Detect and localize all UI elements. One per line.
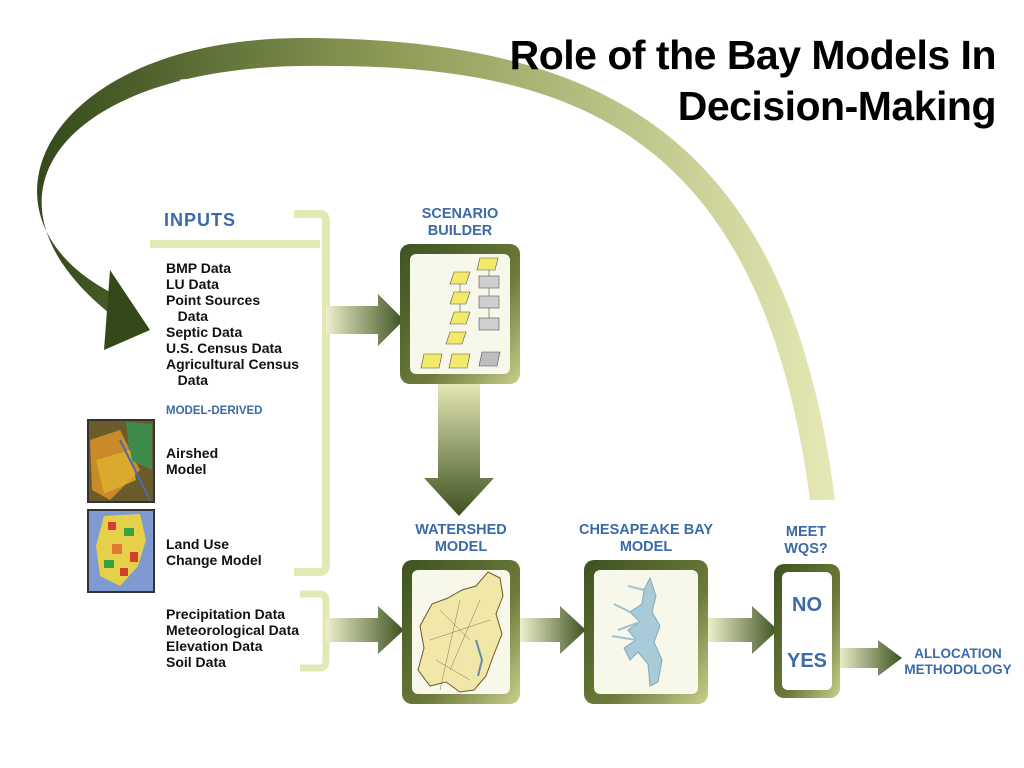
inputs-bracket [294,210,330,576]
input-item: Agricultural Census [166,356,300,372]
lower-inputs-list: Precipitation Data Meteorological Data E… [166,606,299,670]
bay-model-heading: CHESAPEAKE BAY MODEL [566,522,726,556]
lower-inputs-bracket [300,590,330,672]
input-item: Septic Data [166,324,243,340]
heading-line: SCENARIO [421,206,499,222]
input-item: U.S. Census Data [166,340,282,356]
no-label: NO [792,594,822,616]
input-item: Point Sources [166,292,261,308]
heading-line: WQS? [784,541,828,557]
lower-input-item: Soil Data [166,654,226,670]
airshed-model-label: Airshed Model [166,445,218,477]
lower-input-item: Precipitation Data [166,606,286,622]
page-title-line-1: Role of the Bay Models In [509,32,997,78]
watershed-to-bay-arrow [520,606,586,654]
input-item: BMP Data [166,260,232,276]
meet-wqs-heading: MEET WQS? [770,524,842,558]
model-derived-heading: MODEL-DERIVED [166,405,263,417]
page-title-line-2: Decision-Making [677,83,997,129]
bay-to-wqs-arrow [708,606,778,654]
lower-input-item: Elevation Data [166,638,263,654]
heading-line: MODEL [619,539,673,555]
scenario-to-watershed-arrow [424,384,494,516]
input-item: Data [166,372,209,388]
heading-line: BUILDER [427,223,493,239]
feedback-arc [37,38,835,500]
scenario-builder-heading: SCENARIO BUILDER [396,206,524,240]
allocation-methodology-label: ALLOCATION METHODOLOGY [898,646,1018,678]
airshed-label-line: Model [166,461,207,477]
heading-line: MEET [785,524,827,540]
lower-input-item: Meteorological Data [166,622,300,638]
feedback-arc-head [104,270,150,350]
page-title: Role of the Bay Models In Decision-Makin… [509,30,997,132]
heading-line: CHESAPEAKE BAY [578,522,714,538]
watershed-model-heading: WATERSHED MODEL [396,522,526,556]
airshed-label-line: Airshed [166,445,219,461]
yes-to-allocation-arrow [838,640,902,676]
land-use-model-label: Land Use Change Model [166,536,262,568]
scenario-flowchart-icon [420,257,501,369]
lower-inputs-to-watershed-arrow [326,606,404,654]
land-use-label-line: Change Model [166,552,262,568]
inputs-to-scenario-arrow [326,294,404,346]
input-item: LU Data [166,276,219,292]
heading-line: METHODOLOGY [904,662,1012,677]
inputs-heading: INPUTS [164,210,237,230]
heading-line: WATERSHED [415,522,507,538]
yes-label: YES [786,650,828,672]
inputs-heading-bar [150,240,320,248]
heading-line: MODEL [434,539,488,555]
input-item: Data [166,308,209,324]
inputs-list: BMP Data LU Data Point Sources Data Sept… [166,260,299,388]
land-use-label-line: Land Use [166,536,230,552]
heading-line: ALLOCATION [914,646,1002,661]
